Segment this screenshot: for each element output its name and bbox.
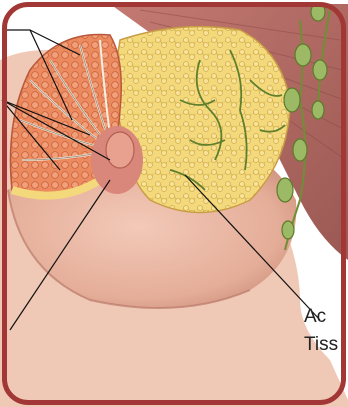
adipose-tissue bbox=[112, 27, 290, 213]
caption-line-1: Ac bbox=[304, 303, 344, 331]
nipple bbox=[106, 132, 134, 168]
caption-line-2: Tiss bbox=[304, 331, 344, 359]
adipose-tissue-caption: Ac Tiss bbox=[304, 303, 344, 359]
